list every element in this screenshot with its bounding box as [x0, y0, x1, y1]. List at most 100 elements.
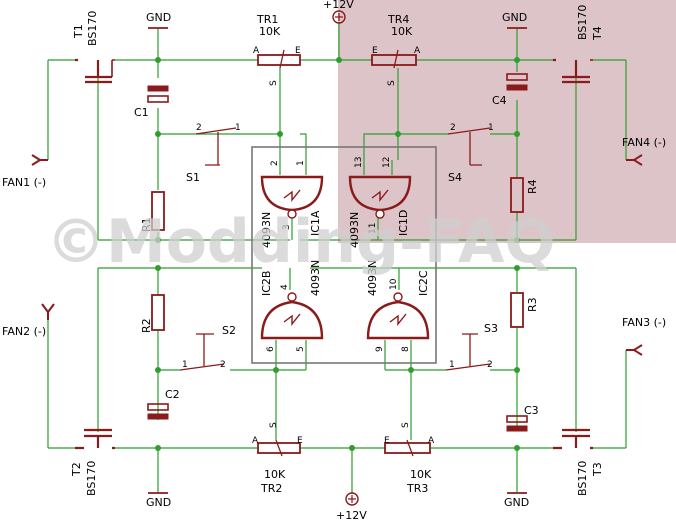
tr2-pin-a: A [252, 436, 259, 446]
ic1a-pin-2: 2 [270, 160, 280, 166]
trimmer-tr1 [257, 49, 301, 69]
s4-pin-1: 1 [488, 123, 494, 133]
fan1-label: FAN1 (-) [2, 176, 46, 189]
ic1a-pin-3: 3 [282, 224, 292, 230]
tr2-pin-e: E [297, 436, 303, 446]
nand-gate-ic2b [260, 292, 324, 340]
resistor-r4 [510, 177, 524, 213]
tr1-value: 10K [259, 25, 281, 38]
ic1d-pin-11: 11 [368, 223, 378, 234]
gnd-label-top-right: GND [502, 11, 527, 24]
switch-s1 [195, 127, 237, 166]
trimmer-tr3 [384, 439, 431, 457]
ic2c-name: IC2C [417, 270, 430, 296]
mosfet-t2 [75, 428, 115, 450]
ic2c-pin-9: 9 [375, 346, 385, 352]
trimmer-tr4 [371, 49, 417, 69]
s2-label: S2 [222, 324, 236, 337]
s3-pin-2: 2 [487, 360, 493, 370]
r4-label: R4 [526, 179, 539, 194]
s3-label: S3 [484, 322, 498, 335]
resistor-r1 [151, 191, 165, 231]
ic2b-pin-6: 6 [266, 346, 276, 352]
tr4-pin-a: A [414, 46, 421, 56]
t2-name: T2 [70, 462, 83, 477]
tr1-pin-e: E [295, 46, 301, 56]
wires [47, 22, 627, 494]
capacitor-c2 [147, 403, 169, 420]
t1-type: BS170 [86, 11, 99, 46]
tr2-pin-s: S [269, 422, 279, 428]
ic1d-part: 4093N [348, 212, 361, 248]
tr3-pin-e: E [384, 436, 390, 446]
ic2b-pin-4: 4 [280, 284, 290, 290]
s4-pin-2: 2 [450, 123, 456, 133]
s1-pin-2: 2 [196, 123, 202, 133]
vcc-label-top: +12V [323, 0, 354, 11]
s2-pin-2: 2 [220, 360, 226, 370]
ic2b-name: IC2B [260, 271, 273, 296]
tr2-name: TR2 [260, 482, 282, 495]
tr2-value: 10K [264, 468, 286, 481]
ic2c-pin-10: 10 [389, 278, 399, 290]
c1-label: C1 [134, 106, 149, 119]
tr4-value: 10K [391, 25, 413, 38]
ic1a-part: 4093N [260, 212, 273, 248]
t2-type: BS170 [85, 461, 98, 496]
t4-name: T4 [591, 26, 604, 41]
t3-name: T3 [591, 462, 604, 477]
tr1-pin-s: S [269, 80, 279, 86]
fan2-label: FAN2 (-) [2, 325, 46, 338]
fan3-arrow [626, 344, 643, 356]
resistor-r2 [151, 294, 165, 331]
tr4-pin-e: E [372, 46, 378, 56]
mosfet-t3 [553, 428, 593, 450]
junctions [155, 57, 520, 451]
r2-label: R2 [140, 318, 153, 333]
fan4-label: FAN4 (-) [622, 136, 666, 149]
ic1d-pin-12: 12 [382, 157, 392, 168]
trimmer-tr2 [257, 439, 301, 457]
c3-label: C3 [524, 404, 539, 417]
gnd-label-top-left: GND [146, 11, 171, 24]
fan4-arrow [626, 154, 643, 166]
ic1d-pin-13: 13 [354, 157, 364, 168]
resistor-r3 [510, 292, 524, 328]
r1-label: R1 [140, 217, 153, 232]
t3-type: BS170 [576, 461, 589, 496]
ic2b-pin-5: 5 [296, 346, 306, 352]
c2-label: C2 [165, 388, 180, 401]
tr4-name: TR4 [387, 13, 409, 26]
tr1-pin-a: A [253, 46, 260, 56]
c4-label: C4 [492, 94, 507, 107]
capacitor-c3 [506, 415, 528, 432]
ic2c-pin-8: 8 [401, 346, 411, 352]
nand-gate-ic1d [348, 175, 412, 219]
capacitor-c1 [147, 85, 169, 103]
ic1d-name: IC1D [397, 210, 410, 236]
mosfet-t4 [553, 58, 593, 84]
vcc-symbol-bottom [345, 492, 359, 506]
vcc-label-bottom: +12V [336, 509, 367, 522]
switch-s2 [179, 333, 225, 371]
ic-package-outline [251, 146, 437, 364]
tr3-pin-s: S [401, 422, 411, 428]
ic1a-name: IC1A [309, 210, 322, 236]
r3-label: R3 [526, 297, 539, 312]
ic2b-part: 4093N [309, 260, 322, 296]
fan1-arrow [31, 154, 48, 166]
t1-name: T1 [72, 24, 85, 39]
ic1a-pin-1: 1 [296, 160, 306, 166]
gnd-label-bottom-right: GND [504, 496, 529, 509]
switch-s4 [447, 127, 491, 166]
ic2c-part: 4093N [366, 260, 379, 296]
gnd-label-bottom-left: GND [146, 496, 171, 509]
tr1-name: TR1 [256, 13, 278, 26]
s1-pin-1: 1 [235, 123, 241, 133]
s2-pin-1: 1 [182, 360, 188, 370]
tr4-pin-s: S [387, 80, 397, 86]
tr3-value: 10K [410, 468, 432, 481]
s3-pin-1: 1 [449, 360, 455, 370]
